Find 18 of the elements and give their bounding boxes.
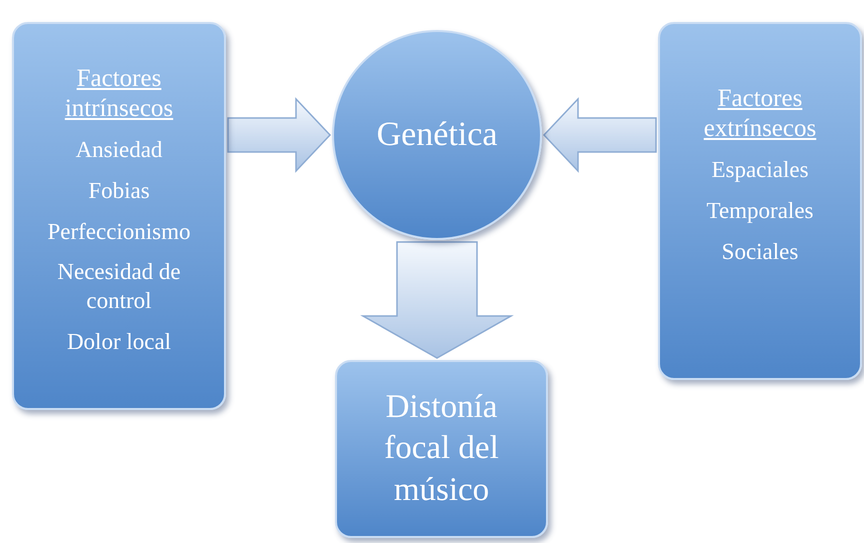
list-item: Ansiedad xyxy=(76,136,162,164)
list-item: Sociales xyxy=(722,238,798,266)
list-item: Perfeccionismo xyxy=(47,218,191,246)
process-box xyxy=(12,22,226,410)
list-item: Fobias xyxy=(88,176,150,205)
block-arrow xyxy=(360,241,514,359)
heading: Factores extrínsecos xyxy=(702,84,818,144)
node-label: Distonía focal del músico xyxy=(383,388,500,510)
list-item: Necesidad de control xyxy=(56,258,182,315)
block-arrow xyxy=(542,97,657,173)
heading: Factores intrínsecos xyxy=(64,64,174,124)
list-item: Temporales xyxy=(706,196,814,225)
list-item: Espaciales xyxy=(711,156,809,184)
process-box xyxy=(658,22,862,380)
process-box xyxy=(335,360,548,538)
list-item: Dolor local xyxy=(66,328,172,356)
node-label: Genética xyxy=(376,114,498,155)
block-arrow xyxy=(227,97,332,173)
